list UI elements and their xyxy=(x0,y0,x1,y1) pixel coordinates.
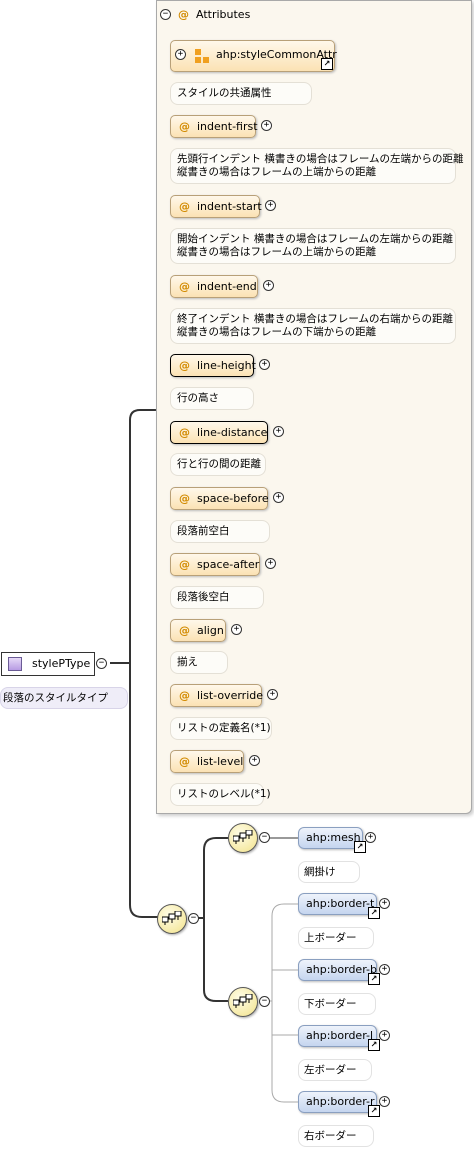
expand-icon[interactable]: + xyxy=(379,1030,390,1041)
link-icon[interactable]: ↗ xyxy=(368,1039,380,1051)
element-label: ahp:mesh xyxy=(306,831,361,844)
attribute-icon: @ xyxy=(179,492,190,505)
link-icon[interactable]: ↗ xyxy=(354,841,366,853)
attribute-description: 段落前空白 xyxy=(170,520,270,543)
expand-icon[interactable]: + xyxy=(263,280,274,291)
expand-icon[interactable]: + xyxy=(231,624,242,635)
complex-type-icon xyxy=(8,657,22,671)
attribute-icon: @ xyxy=(179,120,190,133)
attribute-description: リストの定義名(*1) xyxy=(170,717,272,740)
attribute-label: indent-start xyxy=(197,200,262,213)
attribute-indent-end[interactable]: @ indent-end xyxy=(170,275,258,298)
element-ahp-border-t[interactable]: ahp:border-t xyxy=(298,893,377,915)
attribute-icon: @ xyxy=(179,426,190,439)
attribute-icon: @ xyxy=(179,359,190,372)
element-label: ahp:border-t xyxy=(306,897,375,910)
link-icon[interactable]: ↗ xyxy=(321,58,333,70)
attribute-label: indent-first xyxy=(197,120,258,133)
attribute-indent-start[interactable]: @ indent-start xyxy=(170,195,262,218)
attribute-description: 段落後空白 xyxy=(170,586,264,609)
attribute-group-label: ahp:styleCommonAttr xyxy=(216,48,337,61)
element-ahp-border-r[interactable]: ahp:border-r xyxy=(298,1091,377,1113)
element-description: 下ボーダー xyxy=(298,993,376,1015)
expand-icon[interactable]: + xyxy=(249,755,260,766)
attribute-label: list-override xyxy=(197,689,263,702)
attribute-description: 揃え xyxy=(170,651,228,674)
link-icon[interactable]: ↗ xyxy=(368,973,380,985)
element-label: ahp:border-r xyxy=(306,1095,375,1108)
root-element-label: stylePType xyxy=(32,657,91,670)
collapse-icon[interactable]: − xyxy=(259,832,270,843)
attribute-line-height[interactable]: @ line-height xyxy=(170,354,256,377)
attribute-icon: @ xyxy=(179,689,190,702)
expand-icon[interactable]: + xyxy=(265,558,276,569)
attribute-icon: @ xyxy=(179,280,190,293)
attribute-list-override[interactable]: @ list-override xyxy=(170,684,263,707)
attribute-label: align xyxy=(197,624,224,637)
element-description: 左ボーダー xyxy=(298,1059,372,1081)
choice-compositor-icon[interactable] xyxy=(228,987,258,1017)
element-description: 右ボーダー xyxy=(298,1125,374,1147)
element-ahp-border-b[interactable]: ahp:border-b xyxy=(298,959,377,981)
expand-icon[interactable]: + xyxy=(379,964,390,975)
attribute-icon: @ xyxy=(179,558,190,571)
attribute-label: space-after xyxy=(197,558,260,571)
root-element-stylePType[interactable]: stylePType xyxy=(1,652,95,676)
expand-icon[interactable]: + xyxy=(273,492,284,503)
attribute-description: リストのレベル(*1) xyxy=(170,783,271,806)
element-label: ahp:border-b xyxy=(306,963,377,976)
attribute-icon: @ xyxy=(179,755,190,768)
attributes-collapse-icon[interactable]: − xyxy=(160,9,171,20)
collapse-icon[interactable]: − xyxy=(188,913,199,924)
attribute-label: space-before xyxy=(197,492,269,505)
link-icon[interactable]: ↗ xyxy=(368,907,380,919)
root-description: 段落のスタイルタイプ xyxy=(0,687,128,709)
sequence-compositor-icon[interactable] xyxy=(157,904,187,934)
attribute-group-description: スタイルの共通属性 xyxy=(170,82,312,105)
expand-icon[interactable]: + xyxy=(265,200,276,211)
element-ahp-mesh[interactable]: ahp:mesh xyxy=(298,827,363,849)
attribute-description: 先頭行インデント 横書きの場合はフレームの左端からの距離 縦書きの場合はフレーム… xyxy=(170,148,464,184)
expand-icon[interactable]: + xyxy=(365,832,376,843)
expand-icon[interactable]: + xyxy=(261,120,272,131)
attributes-title: @ Attributes xyxy=(178,8,251,21)
attribute-label: indent-end xyxy=(197,280,257,293)
attribute-description: 行と行の間の距離 xyxy=(170,453,266,476)
attribute-space-after[interactable]: @ space-after xyxy=(170,553,260,576)
expand-icon[interactable]: + xyxy=(379,1096,390,1107)
link-icon[interactable]: ↗ xyxy=(368,1105,380,1117)
attribute-list-level[interactable]: @ list-level xyxy=(170,750,244,773)
expand-icon[interactable]: + xyxy=(175,49,186,60)
attribute-label: list-level xyxy=(197,755,244,768)
collapse-icon[interactable]: − xyxy=(96,658,107,669)
attribute-space-before[interactable]: @ space-before xyxy=(170,487,269,510)
attribute-icon: @ xyxy=(179,200,190,213)
attribute-icon: @ xyxy=(179,624,190,637)
expand-icon[interactable]: + xyxy=(267,689,278,700)
attribute-label: line-height xyxy=(197,359,256,372)
expand-icon[interactable]: + xyxy=(259,359,270,370)
attribute-description: 終了インデント 横書きの場合はフレームの右端からの距離 縦書きの場合はフレームの… xyxy=(170,308,456,344)
element-description: 上ボーダー xyxy=(298,927,374,949)
attribute-description: 行の高さ xyxy=(170,387,254,410)
element-label: ahp:border-l xyxy=(306,1029,374,1042)
attribute-indent-first[interactable]: @ indent-first xyxy=(170,115,258,138)
element-ahp-border-l[interactable]: ahp:border-l xyxy=(298,1025,377,1047)
attribute-label: line-distance xyxy=(197,426,268,439)
attribute-line-distance[interactable]: @ line-distance xyxy=(170,421,268,444)
expand-icon[interactable]: + xyxy=(273,426,284,437)
attribute-align[interactable]: @ align xyxy=(170,619,226,642)
collapse-icon[interactable]: − xyxy=(259,996,270,1007)
attribute-group-icon xyxy=(195,49,209,63)
element-description: 網掛け xyxy=(298,861,360,883)
attribute-group-styleCommonAttr[interactable]: + ahp:styleCommonAttr ↗ xyxy=(170,40,337,72)
sequence-compositor-icon[interactable] xyxy=(228,823,258,853)
attribute-description: 開始インデント 横書きの場合はフレームの左端からの距離 縦書きの場合はフレームの… xyxy=(170,228,456,264)
expand-icon[interactable]: + xyxy=(379,898,390,909)
